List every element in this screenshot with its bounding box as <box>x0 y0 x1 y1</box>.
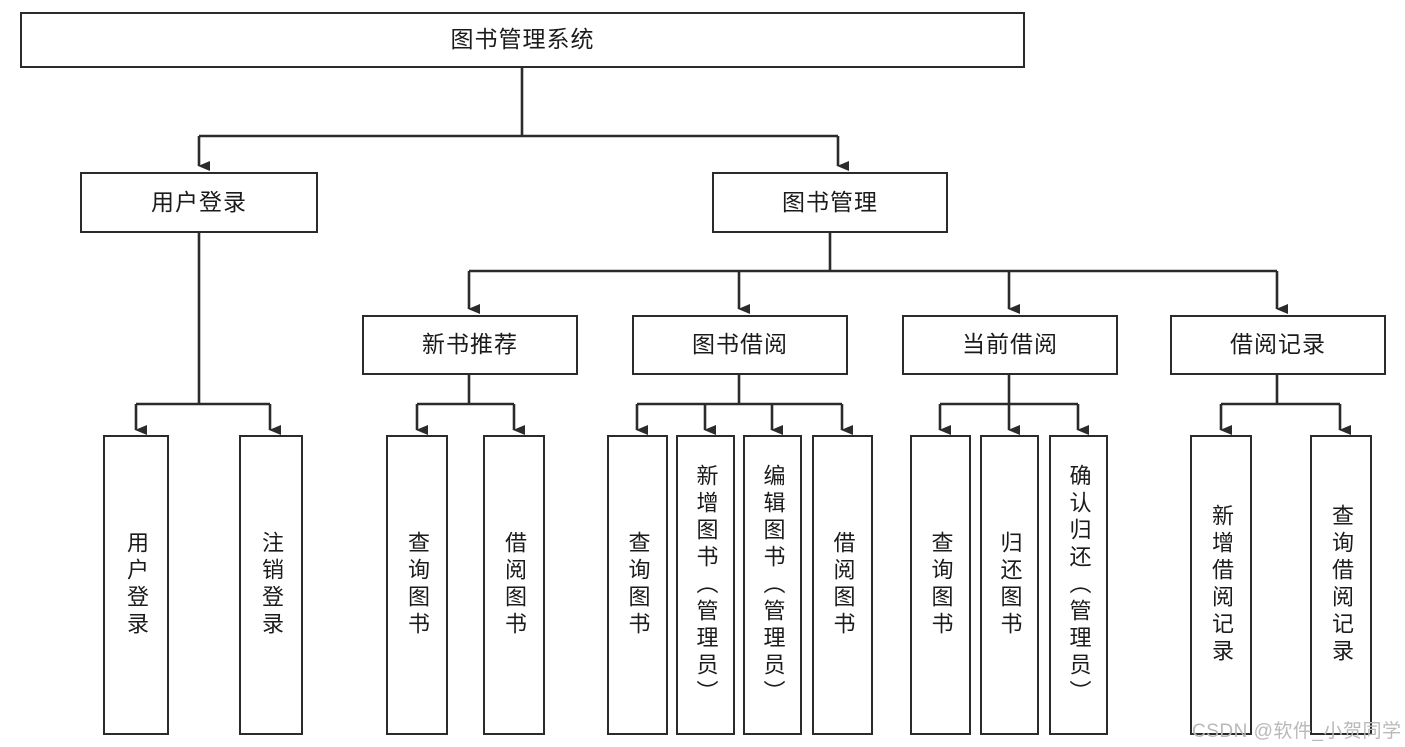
leaf-borrow-record-add[interactable]: 新增借阅记录 <box>1190 435 1252 735</box>
node-label: 图书管理 <box>782 188 878 215</box>
leaf-current-borrow-confirm-return[interactable]: 确认归还（管理员） <box>1049 435 1108 735</box>
node-label: 注销登录 <box>259 531 284 639</box>
node-label: 借阅图书 <box>502 531 527 639</box>
node-root-system[interactable]: 图书管理系统 <box>20 12 1025 68</box>
node-user-login[interactable]: 用户登录 <box>80 172 318 233</box>
leaf-book-borrow-add[interactable]: 新增图书（管理员） <box>676 435 735 735</box>
node-label: 用户登录 <box>151 188 247 215</box>
node-book-management[interactable]: 图书管理 <box>712 172 948 233</box>
node-label: 图书借阅 <box>692 331 788 358</box>
csdn-watermark: CSDN @软件_小贺同学 <box>1192 721 1402 742</box>
node-borrow-record[interactable]: 借阅记录 <box>1170 315 1386 375</box>
node-label: 查询图书 <box>928 531 954 639</box>
node-label: 图书管理系统 <box>450 26 595 53</box>
node-label: 确认归还（管理员） <box>1066 463 1092 707</box>
leaf-new-book-query[interactable]: 查询图书 <box>386 435 448 735</box>
leaf-new-book-borrow[interactable]: 借阅图书 <box>483 435 545 735</box>
node-label: 新增图书（管理员） <box>693 463 719 707</box>
node-label: 当前借阅 <box>962 331 1058 358</box>
node-label: 归还图书 <box>997 531 1023 639</box>
node-label: 用户登录 <box>124 531 149 639</box>
node-label: 查询图书 <box>405 531 430 639</box>
node-label: 新书推荐 <box>422 331 518 358</box>
leaf-borrow-record-query[interactable]: 查询借阅记录 <box>1310 435 1372 735</box>
leaf-user-login-logout[interactable]: 注销登录 <box>239 435 303 735</box>
leaf-current-borrow-return[interactable]: 归还图书 <box>980 435 1039 735</box>
leaf-book-borrow-query[interactable]: 查询图书 <box>607 435 668 735</box>
leaf-book-borrow-borrow[interactable]: 借阅图书 <box>812 435 873 735</box>
leaf-user-login-login[interactable]: 用户登录 <box>103 435 169 735</box>
node-label: 查询图书 <box>625 531 651 639</box>
node-label: 借阅图书 <box>830 531 856 639</box>
node-label: 查询借阅记录 <box>1329 504 1354 666</box>
leaf-book-borrow-edit[interactable]: 编辑图书（管理员） <box>743 435 802 735</box>
node-new-book-recommend[interactable]: 新书推荐 <box>362 315 578 375</box>
node-label: 借阅记录 <box>1230 331 1326 358</box>
node-label: 编辑图书（管理员） <box>760 463 786 707</box>
node-label: 新增借阅记录 <box>1209 504 1234 666</box>
node-current-borrow[interactable]: 当前借阅 <box>902 315 1118 375</box>
leaf-current-borrow-query[interactable]: 查询图书 <box>910 435 971 735</box>
node-book-borrow[interactable]: 图书借阅 <box>632 315 848 375</box>
